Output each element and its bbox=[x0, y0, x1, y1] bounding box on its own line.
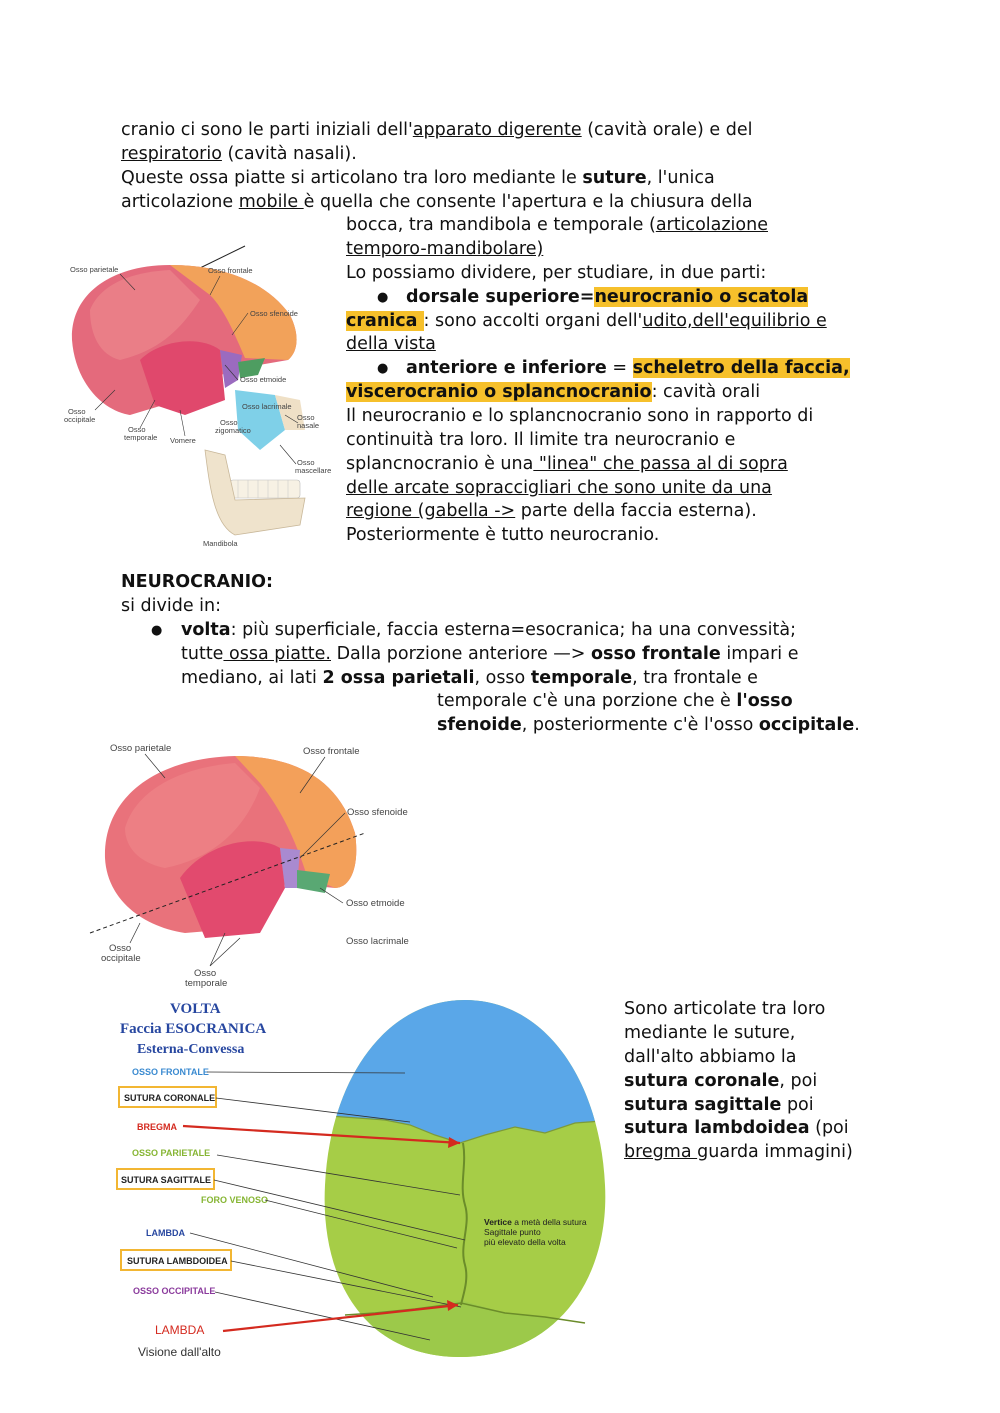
neurocranium-figure: Osso parietale Osso frontale Osso sfenoi… bbox=[89, 743, 409, 989]
volta-label-frontale: OSSO FRONTALE bbox=[132, 1067, 209, 1077]
volta-label-coronale: SUTURA CORONALE bbox=[124, 1093, 215, 1103]
intro-line-4: articolazione mobile è quella che consen… bbox=[121, 192, 753, 212]
intro-line-8: dorsale superiore=neurocranio o scatola bbox=[406, 287, 809, 307]
neuro-title: NEUROCRANIO: bbox=[121, 572, 274, 592]
intro-line-17: regione (gabella -> parte della faccia e… bbox=[346, 501, 757, 521]
intro-line-6: temporo-mandibolare) bbox=[346, 239, 544, 259]
intro-line-3: Queste ossa piatte si articolano tra lor… bbox=[121, 168, 715, 188]
intro-line-12: viscerocranio o splancnocranio: cavità o… bbox=[346, 382, 761, 402]
volta-vertice-note-2: Sagittale punto bbox=[484, 1227, 541, 1237]
volta-title: VOLTA bbox=[170, 1001, 221, 1017]
fig1-label-zigomatico-1: Osso bbox=[220, 418, 238, 427]
intro-line-5: bocca, tra mandibola e temporale (artico… bbox=[346, 215, 768, 235]
suture-line-2: mediante le suture, bbox=[624, 1023, 796, 1043]
volta-label-foro: FORO VENOSO bbox=[201, 1195, 268, 1205]
fig1-label-vomere: Vomere bbox=[170, 436, 196, 445]
fig1-label-parietale: Osso parietale bbox=[70, 265, 118, 274]
suture-line-7: bregma guarda immagini) bbox=[624, 1142, 853, 1162]
volta-vertice-note-1: Vertice a metà della sutura bbox=[484, 1217, 587, 1227]
suture-line-3: dall'alto abbiamo la bbox=[624, 1047, 797, 1067]
fig1-label-mascellare-2: mascellare bbox=[295, 466, 331, 475]
fig1-label-occipitale-2: occipitale bbox=[64, 415, 95, 424]
suture-line-4: sutura coronale, poi bbox=[624, 1071, 818, 1091]
volta-label-parietale: OSSO PARIETALE bbox=[132, 1148, 210, 1158]
neuro-line-4: temporale c'è una porzione che è l'osso bbox=[437, 691, 793, 711]
fig1-label-temporale-2: temporale bbox=[124, 433, 157, 442]
fig1-label-occipitale-1: Osso bbox=[68, 407, 86, 416]
intro-line-11: anteriore e inferiore = scheletro della … bbox=[406, 358, 850, 378]
suture-line-6: sutura lambdoidea (poi bbox=[624, 1118, 849, 1138]
intro-line-18: Posteriormente è tutto neurocranio. bbox=[346, 525, 660, 545]
neuro-line-1: volta: più superficiale, faccia esterna=… bbox=[181, 620, 796, 640]
fig2-label-temporale-2: temporale bbox=[185, 978, 227, 989]
fig2-label-lacrimale: Osso lacrimale bbox=[346, 936, 409, 947]
neuro-sub: si divide in: bbox=[121, 596, 222, 616]
fig1-label-etmoide: Osso etmoide bbox=[240, 375, 286, 384]
neuro-line-2: tutte ossa piatte. Dalla porzione anteri… bbox=[181, 644, 799, 664]
bullet-anteriore: ● bbox=[377, 361, 389, 376]
volta-label-lambdoidea: SUTURA LAMBDOIDEA bbox=[127, 1256, 228, 1266]
intro-line-14: continuità tra loro. Il limite tra neuro… bbox=[346, 430, 736, 450]
fig2-label-temporale-1: Osso bbox=[194, 968, 216, 979]
fig1-label-temporale-1: Osso bbox=[128, 425, 146, 434]
intro-line-1: cranio ci sono le parti iniziali dell'ap… bbox=[121, 120, 753, 140]
fig1-label-mandibola: Mandibola bbox=[203, 539, 238, 548]
volta-label-visione: Visione dall'alto bbox=[138, 1345, 221, 1359]
neuro-line-3: mediano, ai lati 2 ossa parietali, osso … bbox=[181, 668, 758, 688]
suture-line-5: sutura sagittale poi bbox=[624, 1095, 814, 1115]
fig2-label-occipitale-1: Osso bbox=[109, 943, 131, 954]
fig2-label-etmoide: Osso etmoide bbox=[346, 898, 405, 909]
fig2-label-sfenoide: Osso sfenoide bbox=[347, 807, 408, 818]
volta-vertice-note-3: più elevato della volta bbox=[484, 1237, 566, 1247]
volta-figure: VOLTA Faccia ESOCRANICA Esterna-Convessa… bbox=[116, 1000, 606, 1359]
volta-label-occipitale: OSSO OCCIPITALE bbox=[133, 1286, 215, 1296]
fig1-label-mascellare-1: Osso bbox=[297, 458, 315, 467]
volta-subtitle-2: Esterna-Convessa bbox=[137, 1042, 244, 1057]
fig1-label-nasale-2: nasale bbox=[297, 421, 319, 430]
neuro-line-5: sfenoide, posteriormente c'è l'osso occi… bbox=[437, 715, 860, 735]
fig1-label-nasale-1: Osso bbox=[297, 413, 315, 422]
intro-line-13: Il neurocranio e lo splancnocranio sono … bbox=[346, 406, 814, 426]
fig2-label-frontale: Osso frontale bbox=[303, 746, 360, 757]
bullet-dorsale: ● bbox=[377, 290, 389, 305]
suture-line-1: Sono articolate tra loro bbox=[624, 999, 826, 1019]
intro-line-7: Lo possiamo dividere, per studiare, in d… bbox=[346, 263, 767, 283]
volta-subtitle: Faccia ESOCRANICA bbox=[120, 1021, 266, 1037]
fig2-label-parietale: Osso parietale bbox=[110, 743, 171, 754]
volta-label-lambda-2: LAMBDA bbox=[155, 1323, 204, 1337]
intro-line-10: della vista bbox=[346, 334, 436, 354]
fig1-label-lacrimale: Osso lacrimale bbox=[242, 402, 292, 411]
volta-label-bregma: BREGMA bbox=[137, 1122, 177, 1132]
fig1-label-zigomatico-2: zigomatico bbox=[215, 426, 251, 435]
fig1-label-frontale: Osso frontale bbox=[208, 266, 253, 275]
skull-lateral-figure: Osso parietale Osso frontale Osso sfenoi… bbox=[64, 245, 331, 548]
bullet-volta: ● bbox=[151, 623, 163, 638]
intro-line-2: respiratorio (cavità nasali). bbox=[121, 144, 357, 164]
intro-line-16: delle arcate sopraccigliari che sono uni… bbox=[346, 478, 772, 498]
fig2-label-occipitale-2: occipitale bbox=[101, 953, 141, 964]
volta-label-lambda: LAMBDA bbox=[146, 1228, 185, 1238]
fig1-label-sfenoide: Osso sfenoide bbox=[250, 309, 298, 318]
intro-line-9: cranica : sono accolti organi dell'udito… bbox=[346, 311, 827, 331]
intro-line-15: splancnocranio è una "linea" che passa a… bbox=[346, 454, 788, 474]
volta-label-sagittale: SUTURA SAGITTALE bbox=[121, 1175, 211, 1185]
